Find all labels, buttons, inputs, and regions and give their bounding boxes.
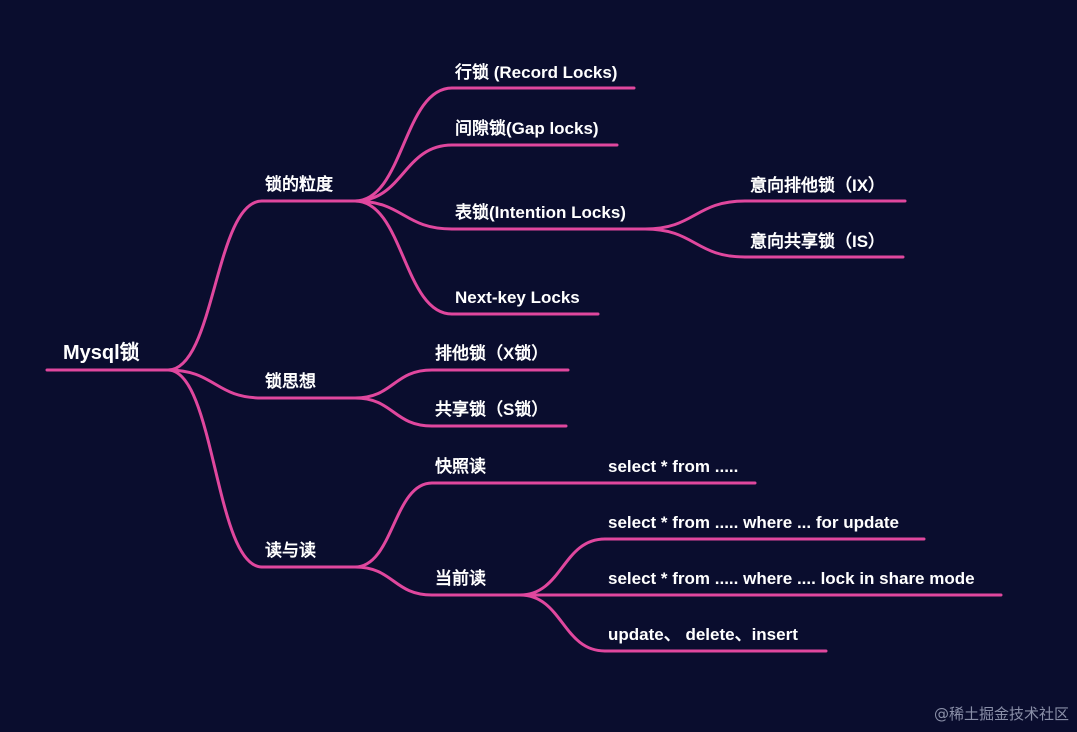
- node-s-lock: 共享锁（S锁）: [435, 400, 549, 419]
- connector-for-update: [518, 537, 607, 597]
- connector-current-read: [353, 565, 434, 597]
- node-next-key-locks: Next-key Locks: [455, 288, 580, 307]
- connector-root-philosophy: [166, 368, 264, 400]
- leaf-share-mode: select * from ..... where .... lock in s…: [608, 569, 975, 588]
- node-x-lock: 排他锁（X锁）: [435, 344, 549, 363]
- connector-root-readtypes: [166, 368, 264, 569]
- connector-dml: [518, 593, 607, 653]
- connector-is: [643, 227, 747, 259]
- branch-lock-granularity: 锁的粒度: [265, 175, 333, 194]
- connector-snapshot-read: [353, 481, 434, 569]
- connector-intention-locks: [353, 199, 454, 231]
- connector-root-granularity: [166, 199, 264, 372]
- node-gap-locks: 间隙锁(Gap locks): [455, 119, 599, 138]
- connector-ix: [643, 199, 747, 231]
- node-record-locks: 行锁 (Record Locks): [455, 63, 618, 82]
- connector-gap-locks: [353, 143, 454, 203]
- connector-next-key: [353, 199, 454, 316]
- branch-lock-philosophy: 锁思想: [265, 372, 316, 391]
- node-is-lock: 意向共享锁（IS）: [750, 232, 886, 251]
- leaf-for-update: select * from ..... where ... for update: [608, 513, 899, 532]
- leaf-dml: update、 delete、insert: [608, 625, 798, 644]
- node-intention-locks: 表锁(Intention Locks): [455, 203, 626, 222]
- connector-x-lock: [353, 368, 434, 400]
- root-node: Mysql锁: [63, 342, 140, 364]
- connector-s-lock: [353, 396, 434, 428]
- leaf-snapshot-select: select * from .....: [608, 457, 739, 476]
- connector-record-locks: [353, 86, 454, 203]
- watermark: @稀土掘金技术社区: [933, 705, 1069, 723]
- node-current-read: 当前读: [435, 569, 486, 588]
- node-ix-lock: 意向排他锁（IX）: [750, 176, 886, 195]
- node-snapshot-read: 快照读: [435, 457, 486, 476]
- branch-read-types: 读与读: [265, 541, 316, 560]
